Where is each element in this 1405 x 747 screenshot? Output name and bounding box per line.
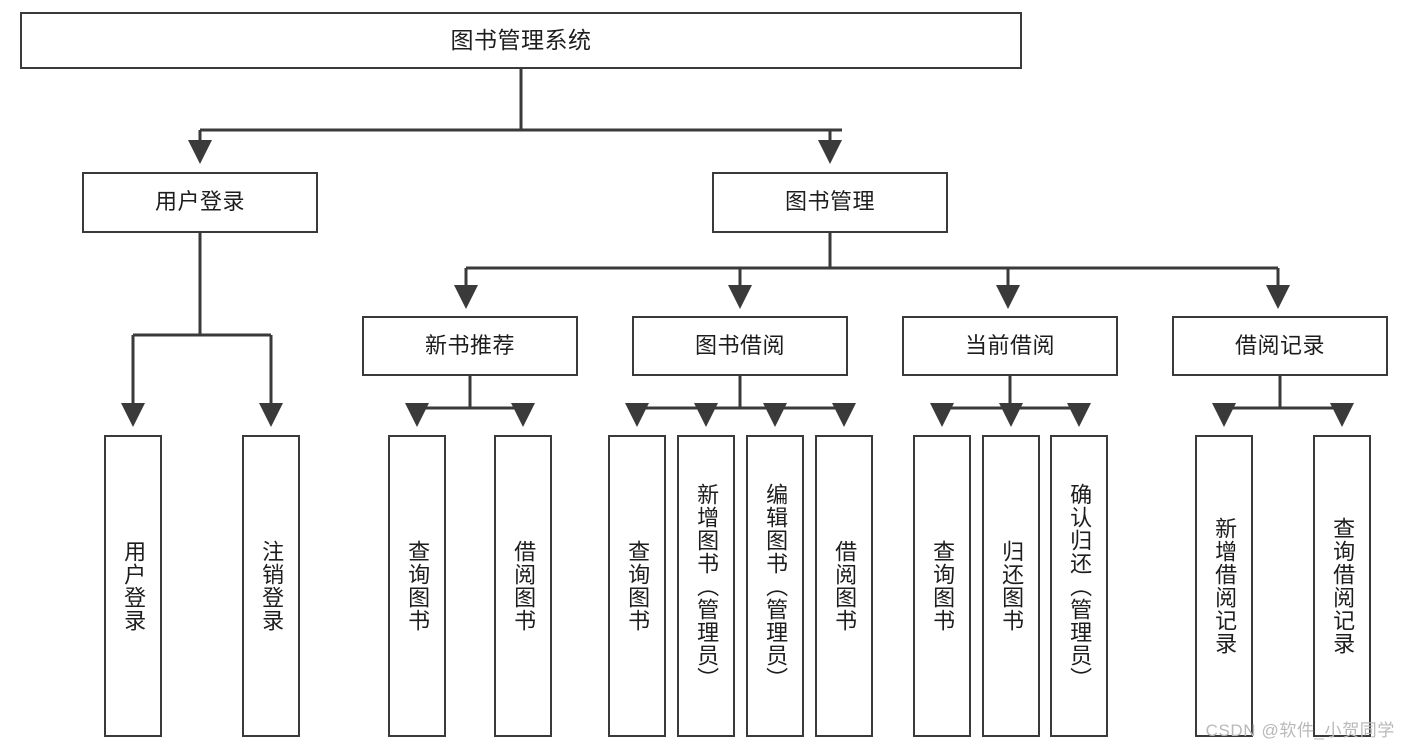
node-label: 图书借阅 — [694, 332, 785, 358]
leaf-node-edit-book[interactable]: 编辑图书（管理员） — [746, 435, 804, 737]
node-label: 借阅图书 — [511, 540, 537, 632]
node-label: 确认归还（管理员） — [1067, 482, 1093, 690]
node-label: 注销登录 — [259, 540, 285, 632]
node-label: 查询图书 — [405, 540, 431, 632]
node-book-borrow[interactable]: 图书借阅 — [632, 316, 848, 376]
node-label: 编辑图书（管理员） — [763, 482, 789, 690]
node-label: 用户登录 — [154, 189, 245, 215]
node-root-book-management-system[interactable]: 图书管理系统 — [20, 12, 1022, 69]
leaf-node-query-book-current[interactable]: 查询图书 — [913, 435, 971, 737]
node-book-management[interactable]: 图书管理 — [712, 172, 948, 233]
node-label: 当前借阅 — [964, 332, 1055, 358]
leaf-node-query-book-recommend[interactable]: 查询图书 — [388, 435, 446, 737]
node-user-login[interactable]: 用户登录 — [82, 172, 318, 233]
node-label: 新书推荐 — [424, 332, 515, 358]
node-label: 借阅图书 — [832, 540, 858, 632]
leaf-node-logout[interactable]: 注销登录 — [242, 435, 300, 737]
leaf-node-borrow-book[interactable]: 借阅图书 — [815, 435, 873, 737]
leaf-node-return-book[interactable]: 归还图书 — [982, 435, 1040, 737]
csdn-watermark: CSDN @软件_小贺同学 — [1205, 721, 1395, 740]
leaf-node-confirm-return[interactable]: 确认归还（管理员） — [1050, 435, 1108, 737]
node-label: 查询图书 — [930, 540, 956, 632]
leaf-node-borrow-book-recommend[interactable]: 借阅图书 — [494, 435, 552, 737]
node-label: 新增借阅记录 — [1212, 517, 1238, 655]
node-current-borrow[interactable]: 当前借阅 — [902, 316, 1118, 376]
node-label: 图书管理 — [784, 189, 875, 215]
leaf-node-query-borrow-record[interactable]: 查询借阅记录 — [1313, 435, 1371, 737]
node-label: 查询借阅记录 — [1330, 517, 1356, 655]
leaf-node-user-login[interactable]: 用户登录 — [104, 435, 162, 737]
node-label: 归还图书 — [999, 540, 1025, 632]
leaf-node-query-book-borrow[interactable]: 查询图书 — [608, 435, 666, 737]
node-label: 新增图书（管理员） — [694, 482, 720, 690]
leaf-node-add-book[interactable]: 新增图书（管理员） — [677, 435, 735, 737]
node-label: 图书管理系统 — [450, 27, 592, 54]
node-new-book-recommend[interactable]: 新书推荐 — [362, 316, 578, 376]
node-label: 用户登录 — [121, 540, 147, 632]
node-label: 借阅记录 — [1234, 332, 1325, 358]
node-borrow-record[interactable]: 借阅记录 — [1172, 316, 1388, 376]
node-label: 查询图书 — [625, 540, 651, 632]
leaf-node-add-borrow-record[interactable]: 新增借阅记录 — [1195, 435, 1253, 737]
